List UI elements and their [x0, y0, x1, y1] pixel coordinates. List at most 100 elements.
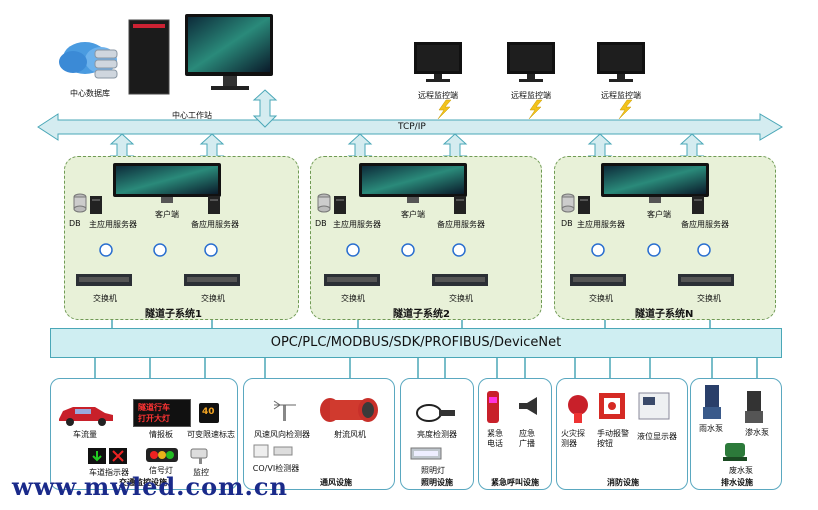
db-label: DB	[561, 219, 573, 228]
center-db-label: 中心数据库	[70, 89, 110, 98]
server-icon	[454, 196, 466, 214]
group-name: 排水设施	[721, 478, 753, 487]
device-label: 雨水泵	[699, 424, 723, 433]
emergency-phone-icon	[487, 391, 499, 423]
group-drainage: 雨水泵 渗水泵 废水泵 排水设施	[690, 378, 782, 490]
protocol-bus: OPC/PLC/MODBUS/SDK/PROFIBUS/DeviceNet	[50, 328, 782, 358]
subsystem-name: 隧道子系统N	[635, 309, 694, 320]
database-icon	[317, 193, 331, 213]
device-label: 车流量	[73, 430, 97, 439]
subsystem-1: DB 主应用服务器 客户端 备应用服务器 交换机 交换机 隧道子系统1	[64, 156, 299, 320]
switch-label: 交换机	[341, 294, 365, 303]
remote-terminal-label: 远程监控端	[511, 91, 551, 100]
client-label: 客户端	[401, 210, 425, 219]
client-monitor-icon	[359, 163, 467, 203]
router-icon	[452, 243, 466, 257]
traffic-light-icon	[146, 448, 178, 462]
client-monitor-icon	[601, 163, 709, 203]
info-board-text: 隧道行车	[138, 403, 170, 412]
camera-icon	[190, 448, 208, 464]
group-emergency: 紧急电话 应急广播 紧急呼叫设施	[478, 378, 552, 490]
switch-icon	[570, 274, 626, 286]
router-icon	[99, 243, 113, 257]
router-icon	[401, 243, 415, 257]
database-icon	[73, 193, 87, 213]
server-icon	[692, 196, 704, 214]
subsystem-n: DB 主应用服务器 客户端 备应用服务器 交换机 交换机 隧道子系统N	[554, 156, 776, 320]
remote-monitor-icon	[597, 42, 645, 82]
router-icon	[346, 243, 360, 257]
switch-icon	[324, 274, 380, 286]
workstation-label: 中心工作站	[172, 111, 212, 120]
group-name: 交通监控设施	[119, 478, 167, 487]
car-icon	[59, 407, 113, 426]
subsystem-2: DB 主应用服务器 客户端 备应用服务器 交换机 交换机 隧道子系统2	[310, 156, 542, 320]
server-icon	[578, 196, 590, 214]
client-label: 客户端	[155, 210, 179, 219]
client-label: 客户端	[647, 210, 671, 219]
device-label: 可变限速标志	[187, 430, 235, 439]
client-monitor-icon	[113, 163, 221, 203]
server-icon	[90, 196, 102, 214]
server-icon	[208, 196, 220, 214]
switch-icon	[184, 274, 240, 286]
device-label: 渗水泵	[745, 428, 769, 437]
switch-label: 交换机	[449, 294, 473, 303]
backup-server-label: 备应用服务器	[191, 220, 239, 229]
jet-fan-icon	[320, 398, 378, 422]
level-display-icon	[638, 392, 670, 420]
subsystem-name: 隧道子系统2	[393, 309, 450, 320]
tcpip-arrow	[37, 113, 783, 141]
rain-pump-icon	[703, 385, 721, 419]
waste-pump-icon	[723, 443, 747, 461]
router-icon	[204, 243, 218, 257]
device-label: 应急广播	[519, 429, 535, 448]
switch-icon	[432, 274, 488, 286]
device-label: 亮度检测器	[417, 430, 457, 439]
switch-label: 交换机	[201, 294, 225, 303]
backup-server-label: 备应用服务器	[681, 220, 729, 229]
fire-detector-icon	[568, 395, 588, 423]
switch-icon	[76, 274, 132, 286]
speed-sign: 40	[199, 403, 219, 423]
cloud-database-icon	[59, 42, 118, 79]
switch-label: 交换机	[93, 294, 117, 303]
group-traffic: 隧道行车 打开大灯 40 车流量 情报板 可变限速标志 车道指示器 信号灯 监控…	[50, 378, 238, 490]
device-label: CO/VI检测器	[252, 464, 300, 473]
remote-monitor-icon	[507, 42, 555, 82]
router-icon	[697, 243, 711, 257]
device-label: 信号灯	[149, 466, 173, 475]
router-icon	[153, 243, 167, 257]
co-vi-detector-icon	[253, 444, 293, 458]
server-icon	[334, 196, 346, 214]
tunnel-light-icon	[410, 447, 442, 460]
main-server-label: 主应用服务器	[89, 220, 137, 229]
device-label: 液位显示器	[637, 432, 677, 441]
device-label: 手动报警按钮	[597, 429, 629, 448]
info-board-text: 打开大灯	[138, 414, 170, 423]
main-server-label: 主应用服务器	[577, 220, 625, 229]
watermark-text: www.mwled.com.cn	[12, 472, 288, 501]
bus-label: OPC/PLC/MODBUS/SDK/PROFIBUS/DeviceNet	[270, 335, 562, 350]
seepage-pump-icon	[745, 391, 763, 423]
workstation-icon	[128, 14, 273, 95]
subsystem-name: 隧道子系统1	[145, 309, 202, 320]
group-name: 照明设施	[421, 478, 453, 487]
lane-indicator-icon	[88, 448, 127, 464]
group-lighting: 亮度检测器 照明灯 照明设施	[400, 378, 474, 490]
router-icon	[647, 243, 661, 257]
remote-terminal-label: 远程监控端	[418, 91, 458, 100]
info-board: 隧道行车 打开大灯	[133, 399, 191, 427]
device-label: 紧急电话	[487, 429, 503, 448]
speed-sign-text: 40	[202, 407, 215, 417]
switch-label: 交换机	[697, 294, 721, 303]
database-icon	[561, 193, 575, 213]
device-label: 监控	[193, 468, 209, 477]
group-name: 紧急呼叫设施	[491, 478, 539, 487]
remote-monitor-icon	[414, 42, 462, 82]
alarm-button-icon	[599, 393, 625, 419]
router-icon	[591, 243, 605, 257]
switch-label: 交换机	[589, 294, 613, 303]
device-label: 废水泵	[729, 466, 753, 475]
device-label: 照明灯	[421, 466, 445, 475]
